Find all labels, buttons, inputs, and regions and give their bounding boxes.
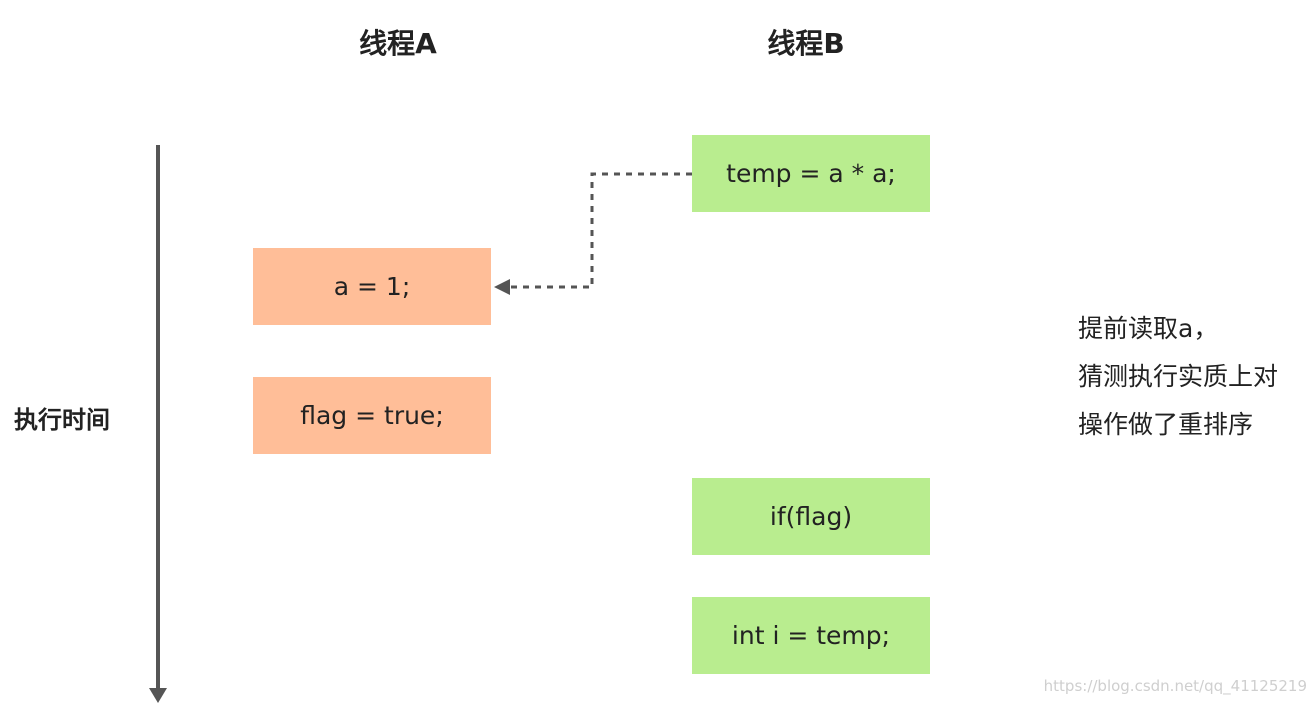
read-dependency-connector bbox=[510, 172, 692, 289]
reorder-note-line: 提前读取a， bbox=[1078, 314, 1219, 343]
reorder-note-line: 操作做了重排序 bbox=[1078, 410, 1254, 439]
reorder-note-line: 猜测执行实质上对 bbox=[1078, 362, 1279, 391]
thread-a-op-assign-a: a = 1; bbox=[253, 248, 491, 325]
watermark: https://blog.csdn.net/qq_41125219 bbox=[1043, 677, 1307, 695]
time-axis-arrowhead bbox=[149, 688, 167, 703]
thread-a-op-set-flag: flag = true; bbox=[253, 377, 491, 454]
thread-b-op-compute-temp: temp = a * a; bbox=[692, 135, 930, 212]
thread-b-op-if-flag: if(flag) bbox=[692, 478, 930, 555]
thread-b-op-assign-i: int i = temp; bbox=[692, 597, 930, 674]
reorder-note: 提前读取a， 猜测执行实质上对 操作做了重排序 bbox=[1078, 305, 1278, 449]
read-dependency-arrowhead bbox=[494, 279, 510, 295]
time-axis-label: 执行时间 bbox=[14, 406, 110, 434]
thread-b-header: 线程B bbox=[767, 27, 845, 60]
thread-a-header: 线程A bbox=[359, 27, 437, 60]
